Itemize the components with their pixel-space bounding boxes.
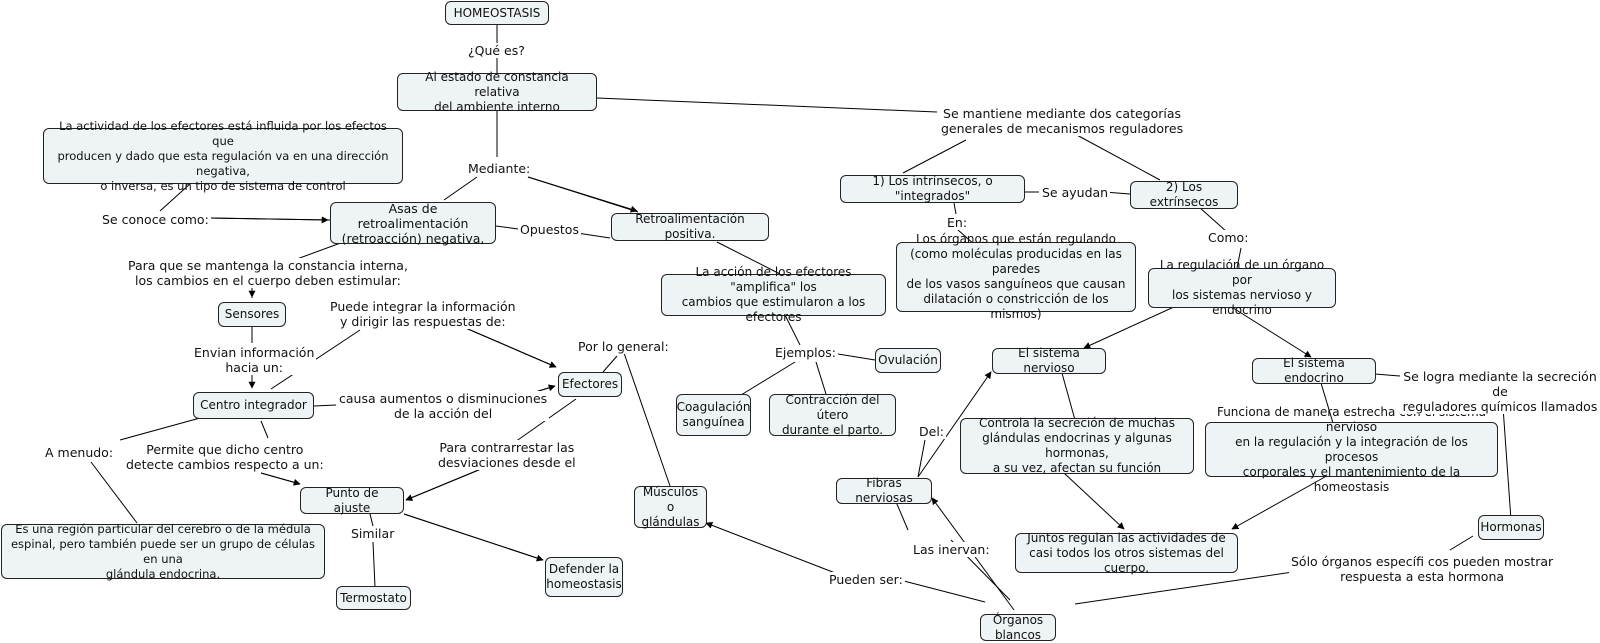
ovulation-node[interactable]: Ovulación	[875, 348, 941, 373]
label-pueden-ser: Pueden ser:	[827, 572, 905, 587]
organs-regulating-node[interactable]: Los órganos que están regulando (como mo…	[896, 232, 1136, 321]
nerve-fibers-node[interactable]: Fibras nerviosas	[836, 476, 932, 505]
amplify-node[interactable]: La acción de los efectores "amplifica" l…	[661, 265, 886, 324]
label-se-ayudan: Se ayudan	[1040, 185, 1111, 200]
set-point-node[interactable]: Punto de ajuste	[300, 486, 404, 515]
label-permite: Permite que dicho centro detecte cambios…	[124, 442, 326, 472]
thermostat-node[interactable]: Termostato	[336, 586, 411, 610]
defend-homeostasis-node[interactable]: Defender la homeostasis	[545, 557, 623, 597]
label-se-conoce: Se conoce como:	[100, 212, 211, 227]
sensors-node[interactable]: Sensores	[218, 302, 286, 327]
coagulation-node[interactable]: Coagulación sanguínea	[676, 394, 751, 436]
endocrine-system-node[interactable]: El sistema endocrino	[1252, 356, 1376, 385]
label-que-es: ¿Qué es?	[466, 43, 527, 58]
label-envian: Envian información hacia un:	[192, 345, 317, 375]
label-como: Como:	[1206, 230, 1251, 245]
extrinsic-node[interactable]: 2) Los extrínsecos	[1130, 180, 1238, 209]
hormones-node[interactable]: Hormonas	[1478, 515, 1544, 540]
label-por-lo-general: Por lo general:	[576, 339, 671, 354]
negative-feedback-node[interactable]: Asas de retroalimentación (retroacción) …	[330, 201, 496, 246]
nervous-system-node[interactable]: El sistema nervioso	[992, 346, 1106, 375]
contraction-node[interactable]: Contracción del útero durante el parto.	[769, 393, 896, 437]
label-para-que: Para que se mantenga la constancia inter…	[126, 258, 410, 288]
effectors-node[interactable]: Efectores	[558, 372, 622, 397]
positive-feedback-node[interactable]: Retroalimentación positiva.	[611, 212, 769, 241]
together-regulate-node[interactable]: Juntos regulan las actividades de casi t…	[1015, 531, 1238, 575]
label-ejemplos: Ejemplos:	[773, 345, 839, 360]
label-las-inervan: Las inervan:	[911, 542, 992, 557]
label-puede-integrar: Puede integrar la información y dirigir …	[328, 299, 518, 329]
intrinsic-node[interactable]: 1) Los intrínsecos, o "integrados"	[840, 174, 1025, 203]
label-opuestos: Opuestos	[518, 222, 581, 237]
homeostasis-node[interactable]: HOMEOSTASIS	[445, 1, 549, 25]
effector-activity-node[interactable]: La actividad de los efectores está influ…	[43, 119, 403, 193]
muscles-glands-node[interactable]: Músculos o glándulas	[634, 485, 707, 529]
label-se-logra: Se logra mediante la secreción de regula…	[1400, 369, 1600, 414]
label-para-contrarrestar: Para contrarrestar las desviaciones desd…	[436, 440, 578, 470]
label-mediante: Mediante:	[466, 161, 533, 176]
organ-regulation-node[interactable]: La regulación de un órgano por los siste…	[1148, 258, 1336, 317]
label-se-mantiene: Se mantiene mediante dos categorías gene…	[939, 106, 1186, 136]
label-en: En:	[945, 215, 970, 230]
label-similar: Similar	[349, 526, 397, 541]
integrator-node[interactable]: Centro integrador	[193, 392, 314, 419]
label-del: Del:	[917, 424, 946, 439]
definition-node[interactable]: Al estado de constancia relativa del amb…	[397, 70, 597, 114]
label-solo-organos: Sólo órganos específi cos pueden mostrar…	[1289, 554, 1556, 584]
controls-secretion-node[interactable]: Controla la secreción de muchas glándula…	[960, 416, 1194, 475]
brain-region-node[interactable]: Es una región particular del cerebro o d…	[1, 522, 325, 581]
label-causa: causa aumentos o disminuciones de la acc…	[337, 391, 550, 421]
label-a-menudo: A menudo:	[43, 445, 116, 460]
target-organs-node[interactable]: Órganos blancos	[980, 613, 1056, 642]
works-closely-node[interactable]: Funciona de manera estrecha con el siste…	[1205, 405, 1498, 494]
